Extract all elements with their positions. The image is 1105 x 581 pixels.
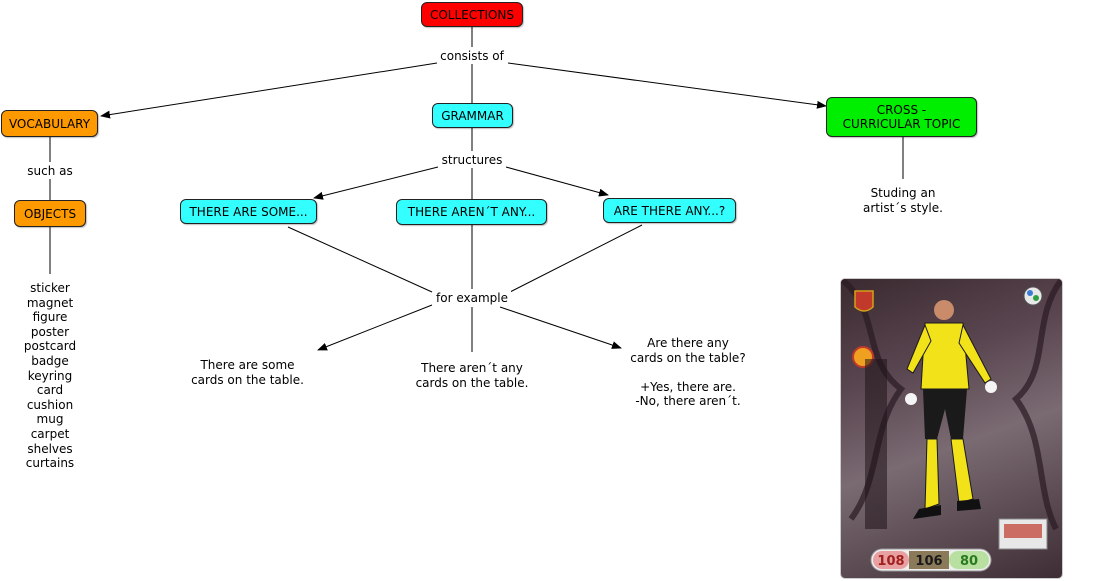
node-grammar[interactable]: GRAMMAR [432, 103, 513, 128]
label-for-example: for example [433, 291, 511, 305]
example-there-are-some: There are some cards on the table. [191, 358, 304, 387]
link-consists-cross [507, 62, 827, 109]
link-structures-question [505, 166, 609, 197]
link-some-forexample [287, 226, 433, 293]
link-structures-some [313, 166, 439, 200]
node-objects[interactable]: OBJECTS [14, 200, 86, 227]
crest-icon [854, 290, 874, 312]
football-card-image: 108 106 80 [841, 279, 1062, 578]
node-cross-curricular[interactable]: CROSS - CURRICULAR TOPIC [826, 97, 977, 137]
node-are-there-any[interactable]: ARE THERE ANY...? [603, 198, 736, 223]
label-consists-of: consists of [437, 49, 507, 63]
card-stat-attack: 108 [877, 554, 904, 569]
link-forexample-some [317, 304, 433, 351]
node-there-are-some[interactable]: THERE ARE SOME... [180, 199, 317, 224]
label-such-as: such as [24, 164, 76, 178]
link-consists-vocabulary [100, 62, 438, 119]
example-are-there-any: Are there any cards on the table? +Yes, … [630, 336, 746, 409]
card-stat-total: 106 [915, 554, 942, 569]
card-illustration: 108 106 80 [841, 279, 1062, 572]
node-vocabulary[interactable]: VOCABULARY [1, 110, 98, 137]
node-collections[interactable]: COLLECTIONS [421, 2, 523, 27]
cross-curricular-note: Studing an artist´s style. [863, 186, 943, 215]
example-there-arent-any: There aren´t any cards on the table. [415, 361, 529, 390]
label-structures: structures [438, 153, 506, 167]
link-question-forexample [509, 224, 643, 293]
link-forexample-question [499, 306, 622, 349]
node-there-arent-any[interactable]: THERE AREN´T ANY... [396, 199, 547, 225]
goalkeeper-figure [905, 300, 997, 519]
euro-logo-icon [1023, 286, 1043, 306]
objects-list: sticker magnet figure poster postcard ba… [23, 281, 77, 471]
card-stat-defence: 80 [960, 554, 978, 569]
